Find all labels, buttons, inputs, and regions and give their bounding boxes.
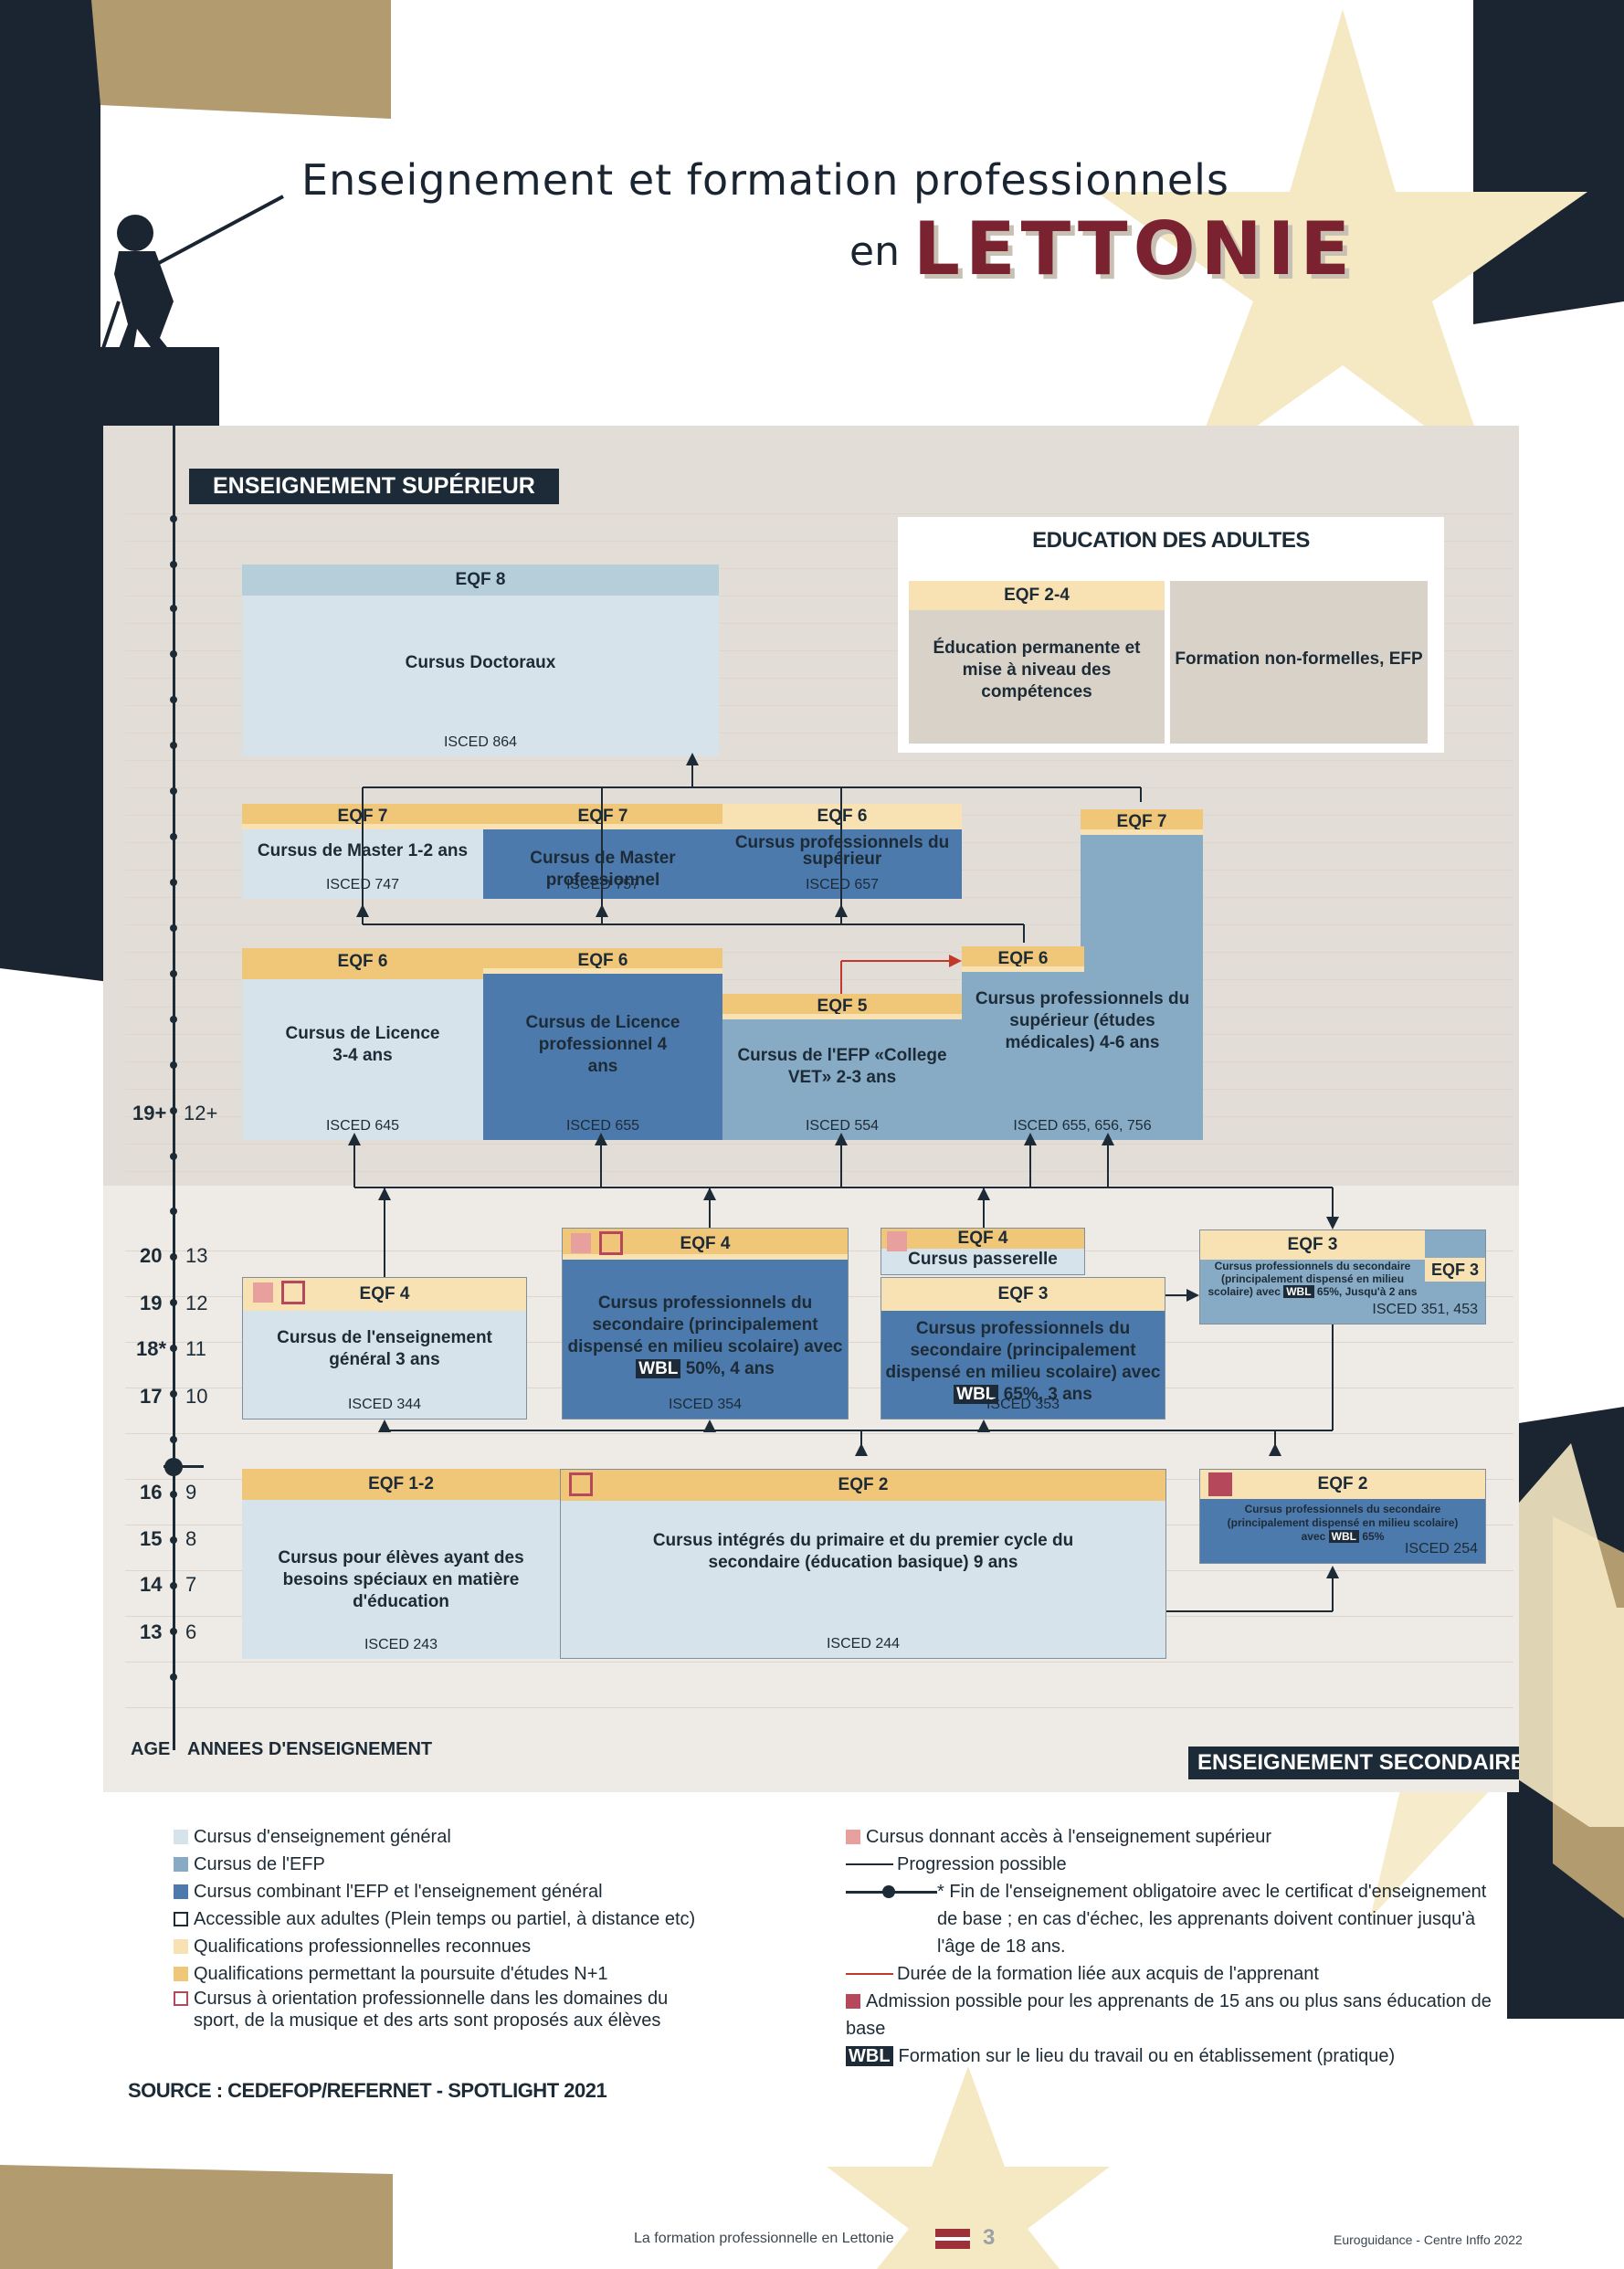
legend-item: Durée de la formation liée aux acquis de…	[846, 1960, 1503, 1988]
legend-item: Cursus de l'EFP	[174, 1851, 722, 1878]
title-prefix: en	[849, 228, 900, 275]
legend-item: Cursus donnant accès à l'enseignement su…	[846, 1823, 1503, 1851]
legend-left: Cursus d'enseignement général Cursus de …	[174, 1823, 722, 2032]
latvia-flag-icon	[935, 2229, 970, 2249]
education-system-diagram: ENSEIGNEMENT SUPÉRIEUR ENSEIGNEMENT SECO…	[103, 426, 1519, 1792]
legend-item: Accessible aux adultes (Plein temps ou p…	[174, 1905, 722, 1933]
legend-right: Cursus donnant accès à l'enseignement su…	[846, 1823, 1503, 2070]
legend-item: Cursus d'enseignement général	[174, 1823, 722, 1851]
page-title: Enseignement et formation professionnels	[301, 155, 1229, 205]
title-country: LETTONIE	[913, 206, 1355, 291]
page-number: 3	[983, 2225, 995, 2251]
footer-credit: Euroguidance - Centre Inffo 2022	[1334, 2232, 1523, 2247]
footer-title: La formation professionnelle en Lettonie	[634, 2231, 894, 2247]
legend-item: * Fin de l'enseignement obligatoire avec…	[846, 1878, 1503, 1960]
legend-item: Progression possible	[846, 1851, 1503, 1878]
source-note: SOURCE : CEDEFOP/REFERNET - SPOTLIGHT 20…	[128, 2079, 606, 2103]
legend-item: Qualifications permettant la poursuite d…	[174, 1960, 722, 1988]
legend-item: Cursus combinant l'EFP et l'enseignement…	[174, 1878, 722, 1905]
legend-item: Admission possible pour les apprenants d…	[846, 1988, 1503, 2042]
legend-item: Cursus à orientation professionnelle dan…	[174, 1988, 722, 2032]
legend-item: Qualifications professionnelles reconnue…	[174, 1933, 722, 1960]
progression-arrows	[103, 426, 1519, 1792]
